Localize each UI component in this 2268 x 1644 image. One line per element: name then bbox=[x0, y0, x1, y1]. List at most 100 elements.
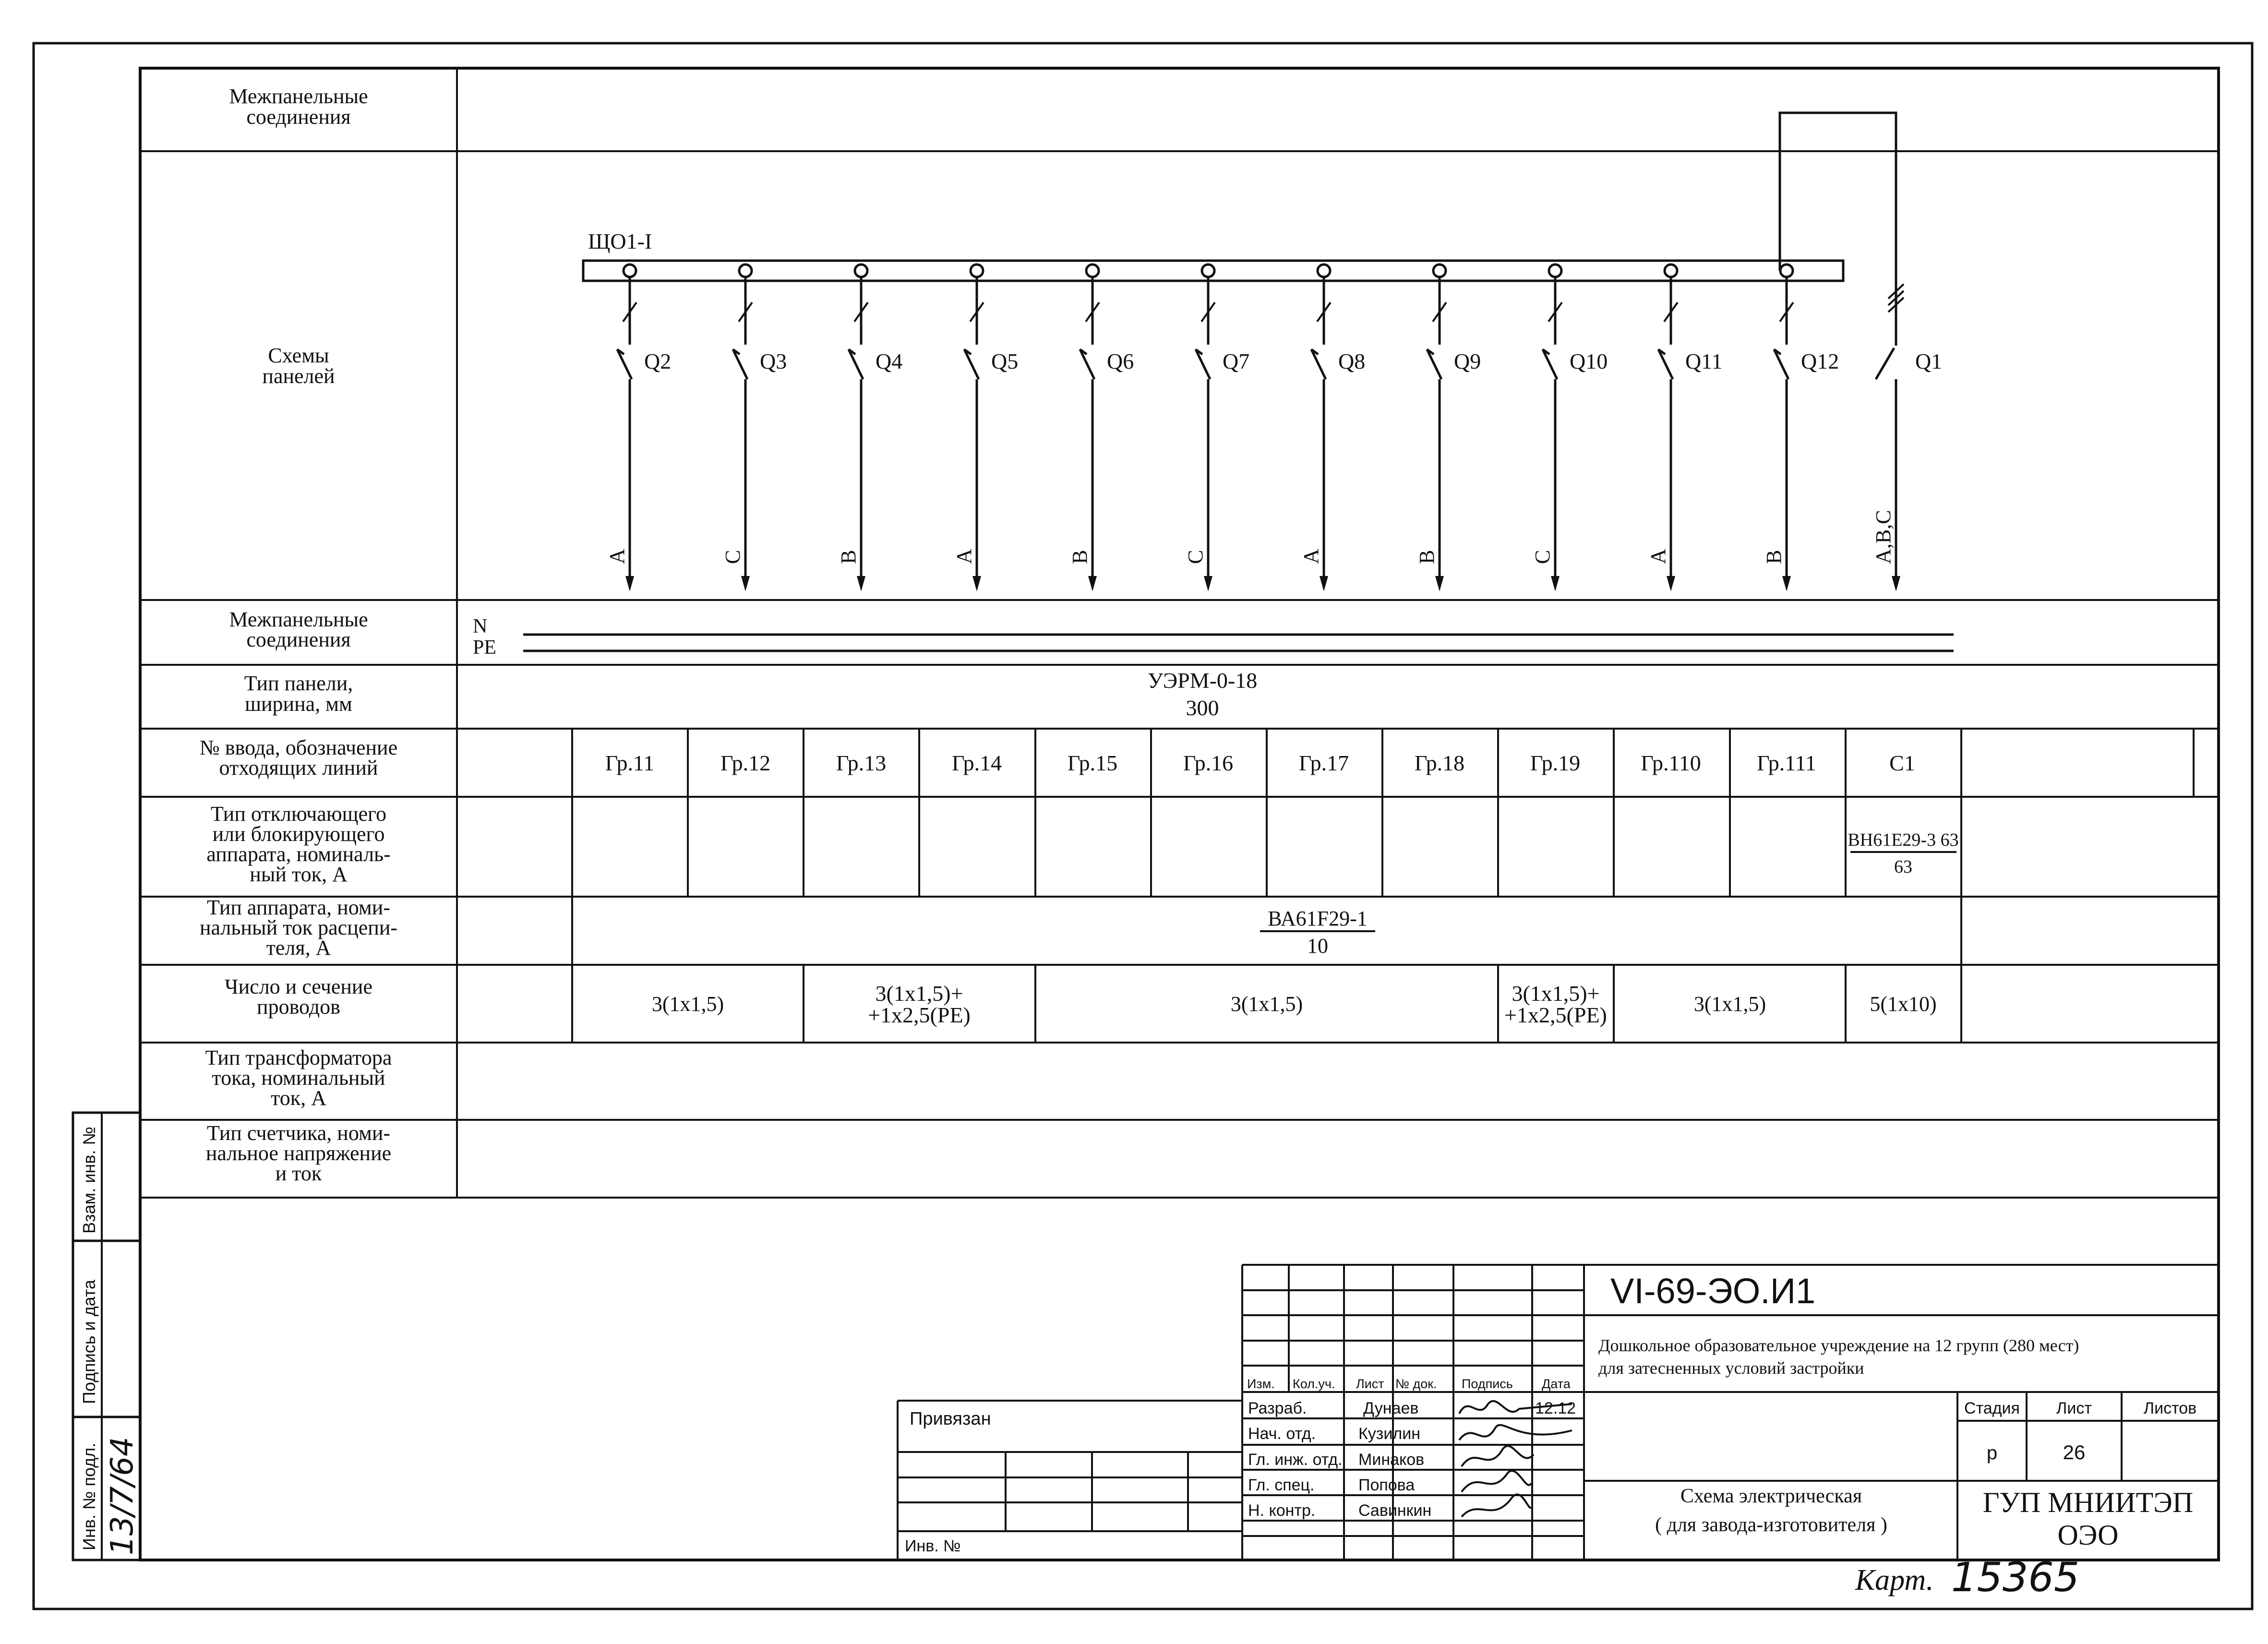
group-cell-3: Гр.13 bbox=[836, 751, 886, 775]
project-line-1: Дошкольное образовательное учреждение на… bbox=[1598, 1336, 2079, 1355]
label-interpanel-top-2: соединения bbox=[246, 105, 350, 129]
bus-tap-circle bbox=[738, 263, 753, 278]
privyazan-label: Привязан bbox=[910, 1409, 991, 1429]
line-arrow bbox=[1435, 576, 1444, 591]
breaker-q5: Q5A bbox=[952, 263, 1018, 591]
label-disconnect-4: ный ток, А bbox=[250, 863, 348, 886]
q1-label: Q1 bbox=[1915, 349, 1942, 373]
bus-tap-circle bbox=[622, 263, 637, 278]
bus-label: ЩО1-I bbox=[588, 229, 652, 253]
scheme-title-line-1: Схема электрическая bbox=[1680, 1485, 1862, 1507]
stage-value: р bbox=[1987, 1442, 1997, 1464]
breaker-q4: Q4B bbox=[837, 263, 902, 591]
line-arrow bbox=[972, 576, 981, 591]
wires-cell-4-line2: +1x2,5(PE) bbox=[1504, 1003, 1607, 1027]
wires-cell-6: 5(1x10) bbox=[1870, 992, 1936, 1016]
drawing-frame bbox=[139, 67, 2220, 1561]
label-apparatus-2: нальный ток расцепи- bbox=[200, 916, 397, 939]
main-switch-group: Q1A,B,C bbox=[1872, 269, 1942, 591]
phase-label: A bbox=[605, 549, 629, 564]
role-gl-inzh: Гл. инж. отд. bbox=[1248, 1451, 1343, 1469]
group-cell-8: Гр.18 bbox=[1415, 751, 1464, 775]
org-line-1: ГУП МНИИТЭП bbox=[1983, 1487, 2193, 1518]
name-minakov: Минаков bbox=[1358, 1451, 1424, 1469]
title-col-headers: Изм. Кол.уч. Лист № док. Подпись Дата bbox=[1247, 1377, 1571, 1391]
breaker-q6: Q6B bbox=[1068, 263, 1134, 591]
date-value: 12.12 bbox=[1535, 1399, 1576, 1417]
breaker-q7: Q7C bbox=[1184, 263, 1249, 591]
col-header-list: Лист bbox=[1356, 1377, 1384, 1391]
bus-tap-circle bbox=[1663, 263, 1679, 278]
bus-tap-circle bbox=[969, 263, 984, 278]
side-vzam-label: Взам. инв. № bbox=[79, 1127, 99, 1234]
line-arrow bbox=[1667, 576, 1675, 591]
breaker-tick bbox=[1316, 301, 1332, 323]
breaker-q8: Q8A bbox=[1299, 263, 1365, 591]
neutral-pe-conductors: N PE bbox=[473, 615, 1954, 659]
breaker-tick bbox=[1548, 301, 1563, 323]
panel-type: УЭРМ-0-18 300 bbox=[1148, 668, 1257, 720]
role-gl-spec: Гл. спец. bbox=[1248, 1476, 1314, 1494]
phase-label: C bbox=[721, 550, 744, 564]
breaker-contact bbox=[1541, 348, 1559, 380]
n-label: N bbox=[473, 615, 487, 637]
breaker-q3: Q3C bbox=[721, 263, 787, 591]
panel-width-value: 300 bbox=[1186, 696, 1219, 720]
bus-tap-circle bbox=[1316, 263, 1332, 278]
apparatus-type: ВА61F29-1 10 bbox=[1260, 907, 1375, 958]
disconnect-device: ВН61Е29-3 63 63 bbox=[1848, 830, 1958, 877]
scheme-area: ЩО1-I Q2AQ3CQ4BQ5AQ6BQ7CQ8AQ9BQ10CQ11AQ1… bbox=[582, 111, 1942, 591]
name-dunaev: Дунаев bbox=[1363, 1399, 1418, 1417]
label-wires-1: Число и сечение bbox=[225, 975, 372, 998]
q1-contact bbox=[1874, 347, 1896, 380]
phase-label: A bbox=[1299, 549, 1323, 564]
panel-type-value: УЭРМ-0-18 bbox=[1148, 668, 1257, 693]
q1-pole-tick bbox=[1887, 290, 1905, 306]
label-apparatus-3: теля, А bbox=[266, 936, 331, 960]
col-header-izm: Изм. bbox=[1247, 1377, 1275, 1391]
bus-tap-circle bbox=[1432, 263, 1447, 278]
breaker-contact bbox=[963, 348, 980, 380]
sheet-value: 26 bbox=[2063, 1441, 2086, 1464]
label-ct-2: тока, номинальный bbox=[212, 1066, 385, 1090]
group-cell-12: С1 bbox=[1889, 751, 1915, 775]
label-interpanel-bottom-1: Межпанельные bbox=[229, 608, 368, 631]
phase-label: B bbox=[1415, 550, 1439, 564]
q1-feed-loop bbox=[1778, 111, 1897, 271]
outer-frame bbox=[32, 42, 2254, 1610]
signatures bbox=[1458, 1400, 1572, 1518]
breaker-contact bbox=[616, 348, 633, 380]
kart-label: Карт. bbox=[1855, 1564, 1933, 1596]
breaker-tick bbox=[853, 301, 869, 323]
col-header-date: Дата bbox=[1542, 1377, 1571, 1391]
group-cell-7: Гр.17 bbox=[1299, 751, 1349, 775]
breaker-label: Q2 bbox=[644, 349, 671, 373]
breaker-tick bbox=[1200, 301, 1216, 323]
bus-tap-circle bbox=[1548, 263, 1563, 278]
breaker-contact bbox=[847, 348, 864, 380]
role-nach-otd: Нач. отд. bbox=[1248, 1425, 1316, 1443]
breaker-tick bbox=[1779, 301, 1794, 323]
group-cell-10: Гр.110 bbox=[1641, 751, 1701, 775]
breaker-contact bbox=[1194, 348, 1212, 380]
phase-label: C bbox=[1531, 550, 1554, 564]
org-line-2: ОЭО bbox=[2057, 1519, 2118, 1551]
stage-block: Стадия Лист Листов р 26 bbox=[1964, 1399, 2196, 1464]
q1-phase-label: A,B,C bbox=[1872, 510, 1895, 564]
col-header-doc: № док. bbox=[1395, 1377, 1437, 1391]
name-savinkin: Савинкин bbox=[1358, 1501, 1431, 1520]
phase-label: C bbox=[1184, 550, 1207, 564]
side-inv-value: 13/7/64 bbox=[105, 1437, 140, 1555]
q1-pole-tick bbox=[1887, 283, 1905, 300]
wires-cell-2-line2: +1x2,5(PE) bbox=[868, 1003, 971, 1027]
label-apparatus-1: Тип аппарата, номи- bbox=[207, 896, 390, 919]
breaker-tick bbox=[1663, 301, 1679, 323]
label-wires-2: проводов bbox=[257, 995, 340, 1019]
label-input-no-1: № ввода, обозначение bbox=[200, 736, 397, 759]
breaker-label: Q4 bbox=[876, 349, 902, 373]
breaker-tick bbox=[738, 301, 753, 323]
title-names: Дунаев Кузилин Минаков Попова Савинкин bbox=[1358, 1399, 1431, 1520]
